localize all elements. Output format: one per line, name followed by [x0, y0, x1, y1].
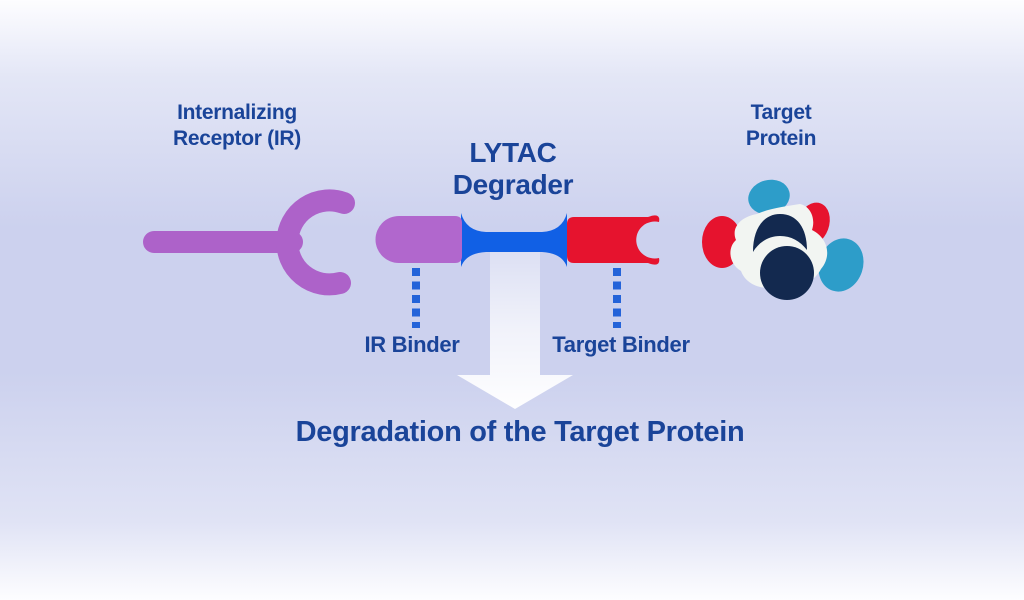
ir-binder-label: IR Binder	[364, 332, 460, 357]
protein-subunit-sky-top	[748, 179, 790, 215]
label-line: Internalizing	[177, 101, 297, 124]
protein-subunit-navy-core	[760, 246, 814, 300]
internalizing-receptor-icon	[143, 189, 355, 296]
receptor-socket-arc	[276, 189, 355, 296]
lytac-degrader-icon	[375, 213, 660, 267]
label-line: Degrader	[452, 169, 574, 200]
target-binder-label: Target Binder	[552, 332, 690, 357]
target-protein-label: Target Protein	[745, 100, 817, 152]
ir-binder-shape	[375, 216, 462, 263]
protein-subunit-navy-arch	[753, 214, 807, 252]
label-line: LYTAC	[469, 137, 557, 168]
target-protein-icon	[702, 179, 864, 300]
target-binder-shape	[567, 215, 660, 265]
internalizing-receptor-label: Internalizing Receptor (IR)	[173, 100, 301, 152]
label-line: Protein	[745, 127, 817, 150]
linker-shape	[461, 213, 567, 267]
down-arrow-icon	[457, 250, 573, 409]
protein-subunit-sky-right	[818, 238, 864, 292]
degradation-result-text: Degradation of the Target Protein	[295, 416, 745, 448]
label-line: Receptor (IR)	[173, 127, 301, 150]
lytac-degrader-title: LYTAC Degrader	[453, 137, 574, 201]
label-line: Target	[750, 101, 812, 124]
